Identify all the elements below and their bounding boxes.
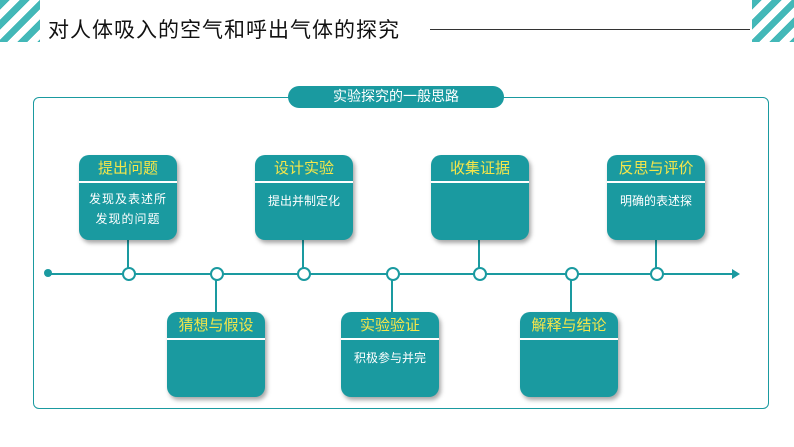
step-text: [520, 340, 618, 348]
step-card-hypothesis: 猜想与假设: [167, 312, 265, 397]
connector: [302, 237, 304, 269]
card-divider: [167, 338, 265, 340]
card-divider: [520, 338, 618, 340]
step-title: 反思与评价: [618, 159, 694, 177]
step-card-explain-conclude: 解释与结论: [520, 312, 618, 397]
step-card-reflect-evaluate: 反思与评价 明确的表述探: [607, 155, 705, 240]
step-card-design-experiment: 设计实验 提出并制定化: [255, 155, 353, 240]
card-divider: [431, 181, 529, 183]
timeline-node: [650, 267, 664, 281]
card-divider: [255, 181, 353, 183]
timeline-node: [122, 267, 136, 281]
step-text: [167, 340, 265, 348]
connector: [127, 237, 129, 269]
decorative-stripes-left: [0, 0, 40, 42]
step-text: [431, 183, 529, 191]
section-header: 实验探究的一般思路: [288, 86, 504, 108]
connector: [215, 277, 217, 313]
timeline-node: [473, 267, 487, 281]
step-text: 提出并制定化: [267, 194, 340, 208]
timeline-node: [210, 267, 224, 281]
timeline-start-dot: [44, 269, 52, 277]
step-title: 猜想与假设: [178, 316, 254, 334]
step-title: 设计实验: [273, 159, 334, 177]
connector: [391, 277, 393, 313]
page-title: 对人体吸入的空气和呼出气体的探究: [48, 18, 400, 42]
step-card-experiment-verify: 实验验证 积极参与并完: [341, 312, 439, 397]
step-card-collect-evidence: 收集证据: [431, 155, 529, 240]
step-title: 解释与结论: [531, 316, 607, 334]
timeline-arrow: [732, 269, 740, 279]
step-card-propose-question: 提出问题 发现及表述所发现的问题: [79, 155, 177, 240]
step-text: 积极参与并完: [353, 351, 426, 365]
step-text: 明确的表述探: [619, 194, 692, 208]
step-title: 实验验证: [359, 316, 420, 334]
card-divider: [341, 338, 439, 340]
decorative-stripes-right: [752, 0, 794, 42]
timeline-node: [565, 267, 579, 281]
step-title: 提出问题: [97, 159, 158, 177]
timeline-node: [386, 267, 400, 281]
timeline-node: [297, 267, 311, 281]
card-divider: [607, 181, 705, 183]
card-divider: [79, 181, 177, 183]
step-title: 收集证据: [449, 159, 510, 177]
connector: [478, 237, 480, 269]
connector: [570, 277, 572, 313]
connector: [655, 237, 657, 269]
title-underline: [430, 29, 750, 30]
step-text: 发现及表述所发现的问题: [89, 192, 168, 226]
